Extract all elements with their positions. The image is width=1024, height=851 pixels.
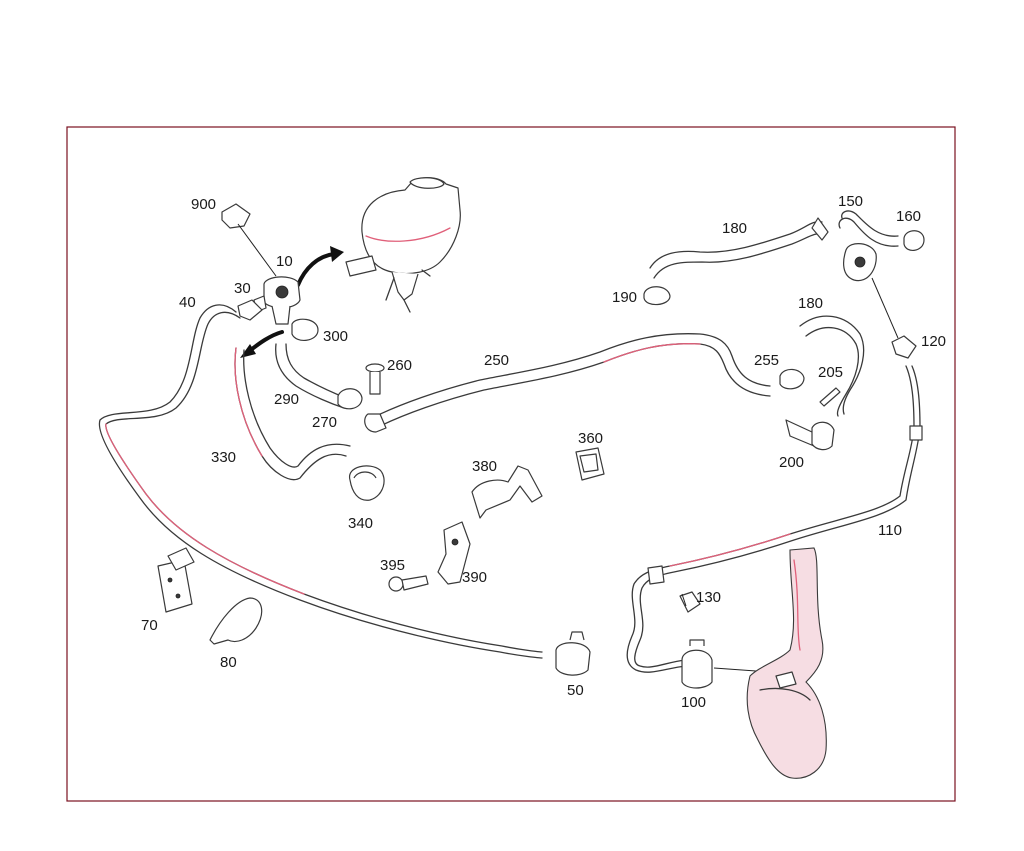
hose-180-upper [649, 221, 823, 269]
clip-110 [647, 565, 665, 585]
label-120: 120 [921, 333, 946, 350]
label-290: 290 [274, 391, 299, 408]
label-330: 330 [211, 449, 236, 466]
connector-900 [221, 203, 251, 229]
clamp-340 [349, 465, 385, 501]
label-190: 190 [612, 289, 637, 306]
label-360: 360 [578, 430, 603, 447]
label-110: 110 [878, 522, 902, 539]
label-205: 205 [818, 364, 843, 381]
clamp-300 [291, 318, 319, 341]
connector-120 [891, 335, 917, 359]
label-270: 270 [312, 414, 337, 431]
clamp-255 [779, 368, 805, 390]
label-340: 340 [348, 515, 373, 532]
label-130: 130 [696, 589, 721, 606]
bolt-260 [365, 363, 385, 395]
label-255: 255 [754, 352, 779, 369]
flow-arrow-to-tank [296, 252, 336, 287]
label-180-lower: 180 [798, 295, 823, 312]
hose-250 [371, 333, 771, 419]
bracket-70 [157, 547, 195, 613]
line-110 [626, 365, 915, 673]
clamp-30 [237, 299, 263, 321]
label-70: 70 [141, 617, 158, 634]
expansion-tank [345, 177, 461, 313]
label-260: 260 [387, 357, 412, 374]
pump-10 [253, 276, 301, 325]
washer-reservoir [746, 547, 827, 779]
bracket-390 [437, 521, 471, 585]
hose-180-lower [799, 315, 865, 415]
hose-290 [275, 343, 345, 409]
bolt-395 [388, 575, 429, 592]
clip-50 [555, 631, 591, 676]
clamp-270 [337, 388, 363, 410]
label-380: 380 [472, 458, 497, 475]
fitting-200 [785, 419, 835, 451]
label-180-upper: 180 [722, 220, 747, 237]
label-250: 250 [484, 352, 509, 369]
label-100: 100 [681, 694, 706, 711]
label-40: 40 [179, 294, 196, 311]
label-160: 160 [896, 208, 921, 225]
label-300: 300 [323, 328, 348, 345]
flow-arrowhead [330, 246, 344, 262]
diagram-frame [66, 126, 956, 802]
label-30: 30 [234, 280, 251, 297]
label-395: 395 [380, 557, 405, 574]
label-200: 200 [779, 454, 804, 471]
clamp-160 [903, 230, 925, 251]
hose-150 [841, 210, 899, 237]
strap-80 [209, 597, 263, 645]
label-390: 390 [462, 569, 487, 586]
hose-40 [98, 304, 543, 659]
housing-150 [843, 243, 877, 282]
clip-100 [681, 639, 713, 689]
label-50: 50 [567, 682, 584, 699]
bolt-205 [819, 387, 841, 407]
label-900: 900 [191, 196, 216, 213]
label-80: 80 [220, 654, 237, 671]
bracket-380 [471, 465, 543, 519]
label-10: 10 [276, 253, 293, 270]
label-150: 150 [838, 193, 863, 210]
clip-130 [679, 591, 701, 613]
clamp-190 [643, 286, 671, 306]
flow-arrow-down [246, 330, 284, 354]
